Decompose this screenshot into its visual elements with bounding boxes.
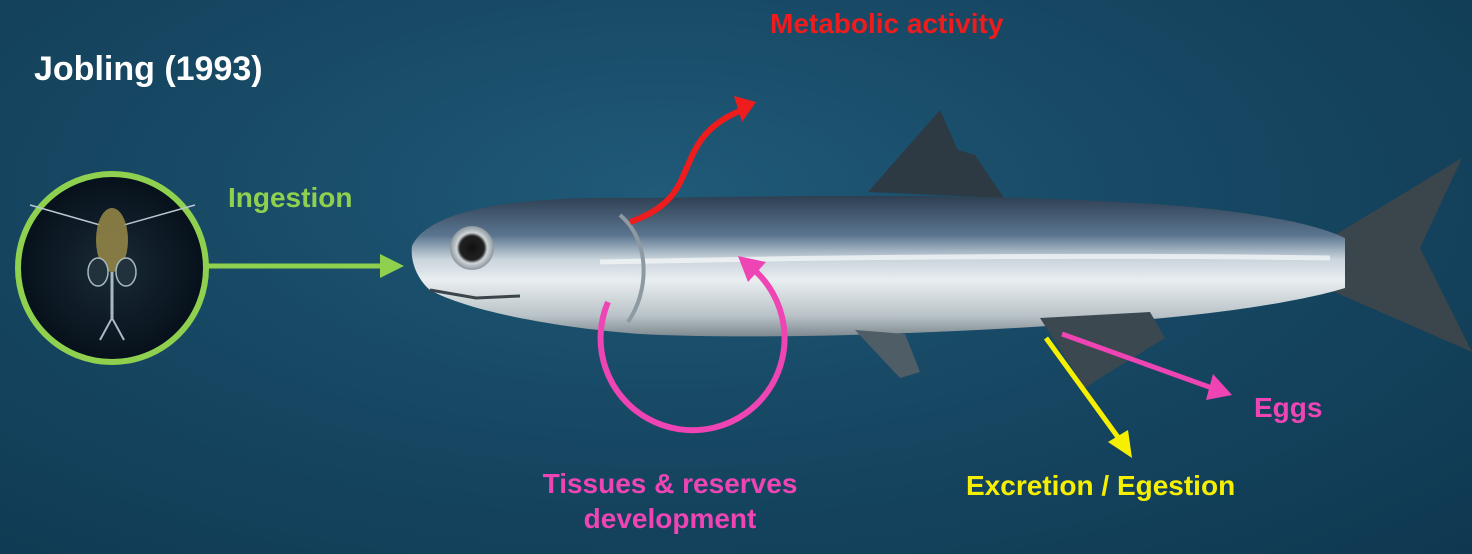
- page-title: Jobling (1993): [34, 50, 263, 89]
- excretion-label: Excretion / Egestion: [966, 470, 1235, 502]
- anchovy-fish-icon: [412, 110, 1472, 388]
- ingestion-label: Ingestion: [228, 182, 352, 214]
- metabolic-activity-label: Metabolic activity: [770, 8, 1003, 40]
- tissues-label: Tissues & reserves development: [500, 466, 840, 536]
- eggs-label: Eggs: [1254, 392, 1322, 424]
- copepod-icon: [18, 174, 206, 362]
- ingestion-arrow: [206, 254, 404, 278]
